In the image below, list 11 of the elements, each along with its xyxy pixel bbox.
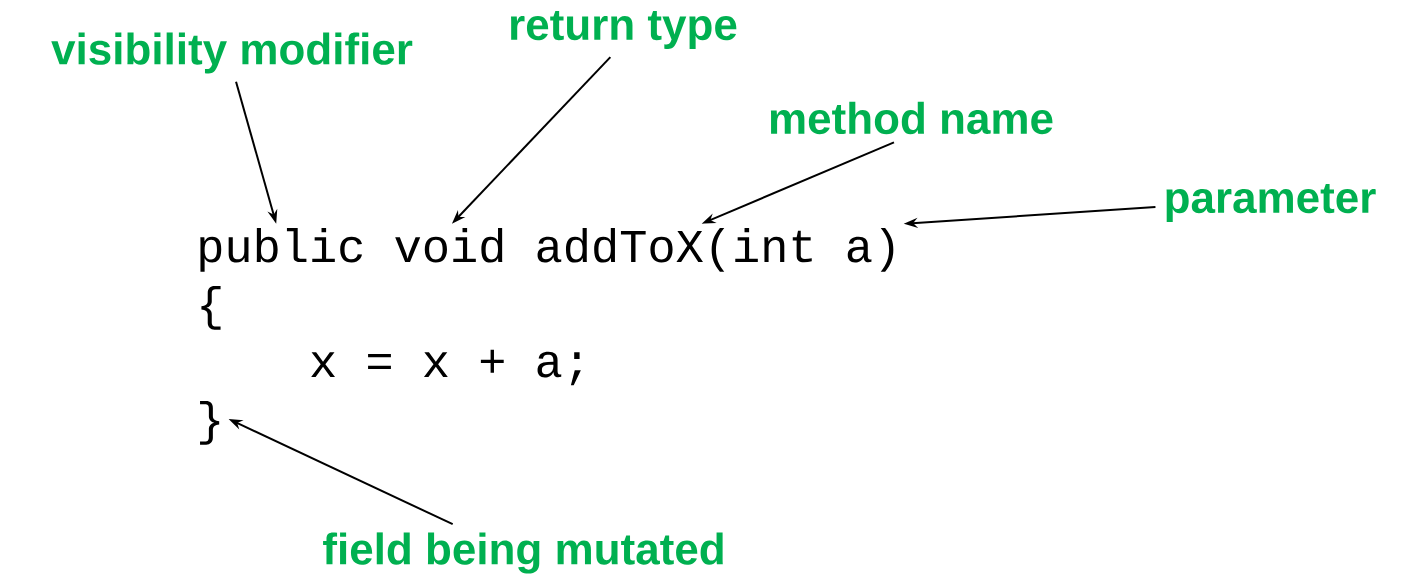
- code-text: public: [200, 227, 362, 272]
- callout-label: visibility modifier: [51, 32, 413, 74]
- callout-label: parameter: [1166, 184, 1376, 222]
- callout-label: return type: [511, 11, 737, 49]
- callout-label: field being mutated: [323, 532, 723, 574]
- code-text: {: [201, 285, 221, 330]
- code-text: void: [395, 227, 503, 263]
- code-text: }: [200, 400, 220, 445]
- callout-label: method name: [770, 101, 1053, 135]
- code-text: x = x + a;: [311, 349, 581, 386]
- code-text: addToX(int a): [537, 227, 894, 272]
